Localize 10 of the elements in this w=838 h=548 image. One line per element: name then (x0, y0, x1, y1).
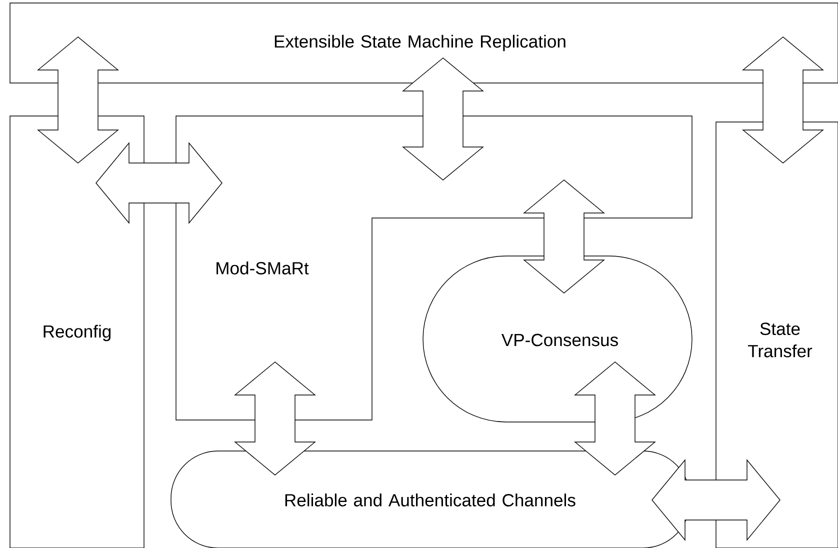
double-arrow (96, 142, 222, 224)
rounded-box: VP-Consensus (422, 256, 692, 422)
double-arrow (742, 36, 824, 164)
double-arrow (652, 459, 780, 541)
double-arrow (574, 362, 656, 476)
layer-box: Reconfig (10, 116, 144, 548)
double-arrow (523, 180, 605, 294)
double-arrow (234, 362, 316, 476)
double-arrow (37, 36, 119, 164)
double-arrow (402, 58, 484, 180)
